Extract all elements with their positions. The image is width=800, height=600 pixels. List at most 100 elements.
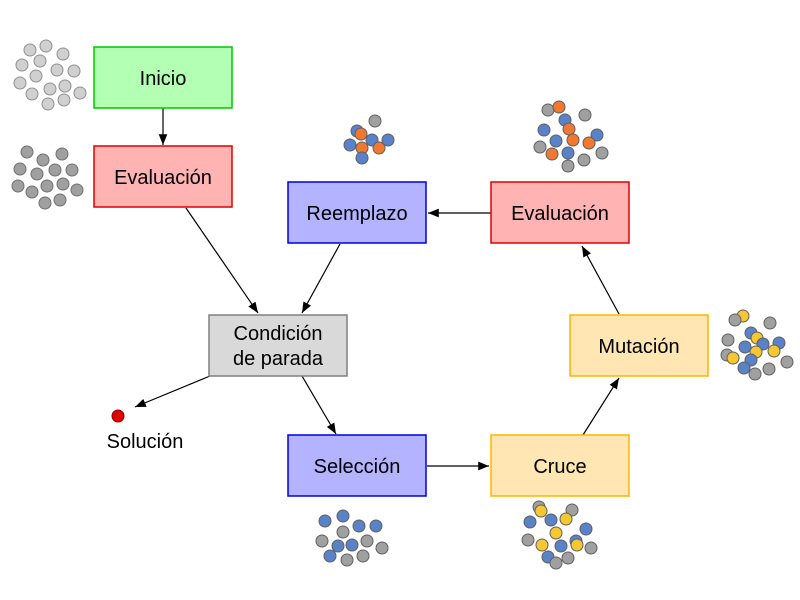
population-dot xyxy=(73,86,87,100)
population-dot xyxy=(545,147,559,161)
population-dot xyxy=(29,69,43,83)
population-dot xyxy=(323,549,337,563)
population-dot xyxy=(67,64,81,78)
population-dot xyxy=(48,163,62,177)
population-dot xyxy=(65,163,79,177)
population-dot xyxy=(748,367,762,381)
population-dot xyxy=(549,526,563,540)
population-dot xyxy=(579,522,593,536)
node-cruce: Cruce xyxy=(490,434,630,497)
population-dot xyxy=(565,503,579,517)
population-dot xyxy=(368,114,382,128)
node-condicion-parada: Condición de parada xyxy=(208,314,348,377)
arrow-reemplazo-to-condicion xyxy=(301,243,341,314)
population-dot xyxy=(50,63,64,77)
population-dot xyxy=(780,355,794,369)
arrow-condicion-to-solucion xyxy=(134,375,211,408)
population-dot xyxy=(23,43,37,57)
population-cluster-selection xyxy=(315,509,389,567)
node-inicio: Inicio xyxy=(93,46,233,109)
population-dot xyxy=(595,146,609,160)
node-cruce-box xyxy=(490,434,630,497)
population-dot xyxy=(537,123,551,137)
population-dot xyxy=(375,541,389,555)
solution-label: Solución xyxy=(107,431,184,453)
population-dot xyxy=(39,39,53,53)
node-mutacion-label: Mutación xyxy=(598,336,679,358)
population-dot xyxy=(336,509,350,523)
flow-arrows xyxy=(134,108,620,471)
population-dot xyxy=(11,179,25,193)
node-seleccion-label: Selección xyxy=(314,456,401,478)
population-dot xyxy=(767,344,781,358)
population-dot xyxy=(38,196,52,210)
population-cluster-replacement xyxy=(343,114,395,165)
node-evaluacion-2-label: Evaluación xyxy=(511,203,609,225)
arrow-evaluacion-to-condicion xyxy=(185,207,259,314)
population-dot xyxy=(521,533,535,547)
node-evaluacion-1: Evaluación xyxy=(93,145,233,208)
population-dot xyxy=(737,361,751,375)
node-reemplazo-box xyxy=(287,181,427,244)
population-dot xyxy=(561,551,575,565)
population-dot xyxy=(356,549,370,563)
solution: Solución xyxy=(107,409,184,453)
node-evaluacion-1-label: Evaluación xyxy=(114,167,212,189)
population-dot xyxy=(56,177,70,191)
population-dot xyxy=(15,58,29,72)
population-dot xyxy=(544,513,558,527)
population-dot xyxy=(70,183,84,197)
population-dot xyxy=(549,134,563,148)
population-dot xyxy=(534,504,548,518)
population-cluster-initial xyxy=(13,39,87,111)
node-seleccion: Selección xyxy=(287,434,427,497)
population-cluster-evaluated-1 xyxy=(11,145,84,210)
population-dot xyxy=(33,54,47,68)
population-dot xyxy=(56,47,70,61)
population-dot xyxy=(315,534,329,548)
population-dot xyxy=(13,76,27,90)
node-evaluacion-1-box xyxy=(93,145,233,208)
population-dot xyxy=(13,162,27,176)
population-dot xyxy=(58,79,72,93)
population-dot xyxy=(533,140,547,154)
population-dot xyxy=(36,153,50,167)
population-dot xyxy=(552,100,566,114)
arrow-cruce-to-mutacion xyxy=(582,377,620,436)
population-dot xyxy=(561,146,575,160)
population-dot xyxy=(340,553,354,567)
population-dot xyxy=(30,167,44,181)
arrow-mutacion-to-evaluacion xyxy=(581,245,620,315)
population-dot xyxy=(25,185,39,199)
population-dot xyxy=(57,93,71,107)
population-dot xyxy=(55,147,69,161)
population-dot xyxy=(20,145,34,159)
population-dot xyxy=(343,138,357,152)
population-dot xyxy=(41,97,55,111)
population-dot xyxy=(561,159,575,173)
population-dot xyxy=(582,136,596,150)
population-cluster-crossover xyxy=(521,500,598,570)
population-dot xyxy=(381,133,395,147)
population-dot xyxy=(578,108,592,122)
node-evaluacion-2-box xyxy=(490,181,630,244)
population-dot xyxy=(570,538,584,552)
node-inicio-label: Inicio xyxy=(140,68,187,90)
population-dot xyxy=(53,193,67,207)
population-dot xyxy=(352,519,366,533)
population-dot xyxy=(562,122,576,136)
node-condicion-label-line1: Condición xyxy=(234,323,323,345)
node-mutacion: Mutación xyxy=(569,314,709,377)
node-reemplazo-label: Reemplazo xyxy=(306,203,407,225)
population-dot xyxy=(549,556,563,570)
population-dot xyxy=(728,313,742,327)
population-dot xyxy=(331,539,345,553)
node-cruce-label: Cruce xyxy=(533,456,586,478)
node-condicion-box xyxy=(208,314,348,377)
population-dot xyxy=(577,153,591,167)
population-cluster-evaluated-2 xyxy=(533,100,609,173)
population-dot xyxy=(336,525,350,539)
population-dot xyxy=(25,87,39,101)
node-condicion-label-line2: de parada xyxy=(233,348,324,370)
